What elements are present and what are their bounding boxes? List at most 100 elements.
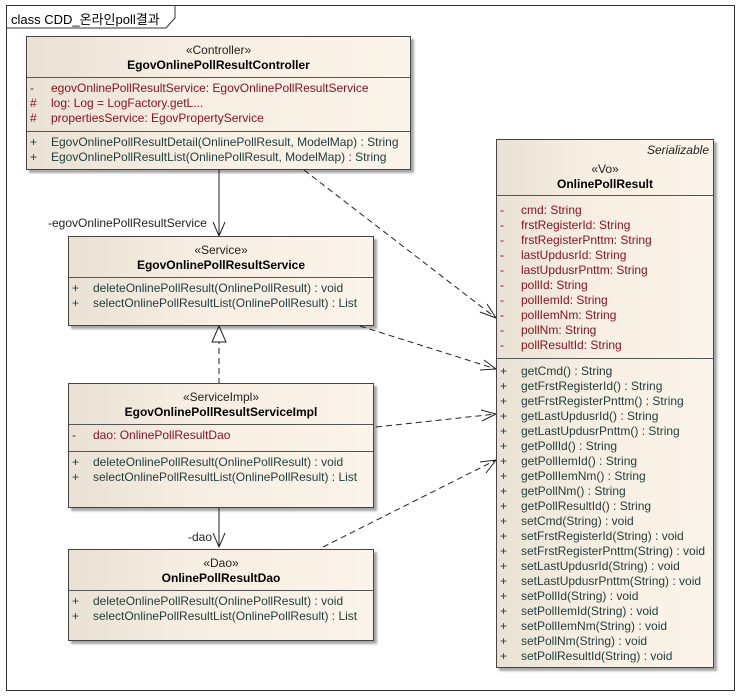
visibility: - [500, 248, 504, 262]
visibility: + [72, 609, 80, 623]
operation-row: +setPollIemNm(String) : void [497, 619, 713, 634]
attribute-row: -frstRegisterPnttm: String [497, 233, 713, 248]
operation-text: setLastUpdusrId(String) : void [521, 559, 680, 573]
visibility: + [72, 296, 80, 310]
operation-text: getPollResultId() : String [521, 499, 652, 513]
attribute-text: log: Log = LogFactory.getL... [51, 96, 204, 110]
operation-row: +deleteOnlinePollResult(OnlinePollResult… [69, 281, 373, 296]
operation-row: +getLastUpdusrPnttm() : String [497, 424, 713, 439]
class-service[interactable]: «Service» EgovOnlinePollResultService + d… [68, 236, 374, 326]
operation-text: setPollIemNm(String) : void [521, 619, 668, 633]
operation-text: setLastUpdusrPnttm(String) : void [521, 574, 702, 588]
operation-text: getFrstRegisterPnttm() : String [521, 394, 684, 408]
operation-text: setFrstRegisterId(String) : void [521, 529, 684, 543]
visibility: + [500, 604, 508, 618]
class-header: «Service» EgovOnlinePollResultService [69, 237, 373, 277]
operation-row: +getPollId() : String [497, 439, 713, 454]
attribute-row: -lastUpdusrPnttm: String [497, 263, 713, 278]
dependency-impl-vo [375, 413, 497, 428]
attribute-row: -pollResultId: String [497, 338, 713, 353]
attribute-text: frstRegisterId: String [521, 218, 631, 232]
operation-text: selectOnlinePollResultList(OnlinePollRes… [93, 470, 358, 484]
operation-row: + selectOnlinePollResultList(OnlinePollRe… [69, 609, 373, 624]
operation-text: setPollIemId(String) : void [521, 604, 659, 618]
operation-text: getPollIemId() : String [521, 454, 638, 468]
attribute-text: propertiesService: EgovPropertyService [51, 111, 264, 125]
dependency-controller-vo [303, 169, 497, 319]
attribute-row: -cmd: String [497, 203, 713, 218]
attribute-text: lastUpdusrId: String [521, 248, 627, 262]
visibility: # [30, 96, 37, 110]
visibility: - [72, 428, 76, 442]
operation-text: getCmd() : String [521, 364, 613, 378]
diagram-frame [6, 5, 735, 691]
visibility: - [30, 81, 34, 95]
visibility: + [500, 514, 508, 528]
role-label-dao: -dao [188, 530, 213, 544]
operation-row: +setCmd(String) : void [497, 514, 713, 529]
attributes-section: -cmd: String - frstRegisterId: String-frst… [497, 195, 713, 358]
operation-text: deleteOnlinePollResult(OnlinePollResult)… [93, 594, 344, 608]
operation-text: EgovOnlinePollResultDetail(OnlinePollRes… [51, 135, 399, 149]
dependency-service-vo [359, 325, 497, 370]
dependency-arrowhead [479, 459, 498, 474]
operation-row: + getPollIemId() : String [497, 454, 713, 469]
operations-section: + EgovOnlinePollResultDetail(OnlinePollRe… [27, 131, 410, 165]
visibility: - [500, 338, 504, 352]
attribute-row: -pollIemId: String [497, 293, 713, 308]
stereotype: «Vo» [591, 162, 619, 176]
visibility: + [30, 135, 38, 149]
operation-row: + setPollIemId(String) : void [497, 604, 713, 619]
operation-row: + setPollNm(String) : void [497, 634, 713, 649]
visibility: + [500, 559, 508, 573]
attribute-text: lastUpdusrPnttm: String [521, 263, 648, 277]
operation-text: getFrstRegisterId() : String [521, 379, 663, 393]
operation-row: +getCmd() : String [497, 364, 713, 379]
stereotype: «ServiceImpl» [182, 390, 260, 404]
attribute-row: -dao: OnlinePollResultDao [69, 428, 373, 443]
operation-text: deleteOnlinePollResult(OnlinePollResult)… [93, 281, 344, 295]
class-dao[interactable]: «Dao» OnlinePollResultDao + deleteOnlineP… [68, 549, 374, 641]
visibility: + [72, 455, 80, 469]
attribute-row: -egovOnlinePollResultService: EgovOnline… [27, 81, 410, 96]
class-vo[interactable]: Serializable «Vo» OnlinePollResult -cmd:… [496, 139, 714, 668]
operation-text: setFrstRegisterPnttm(String) : void [521, 544, 706, 558]
class-service-impl[interactable]: «ServiceImpl» EgovOnlinePollResultServic… [68, 383, 374, 508]
operation-text: EgovOnlinePollResultList(OnlinePollResul… [51, 150, 387, 164]
operation-text: getPollId() : String [521, 439, 618, 453]
operation-row: + deleteOnlinePollResult(OnlinePollResult… [69, 455, 373, 470]
visibility: + [500, 454, 508, 468]
attribute-row: -pollIemNm: String [497, 308, 713, 323]
realization-triangle [211, 324, 227, 343]
visibility: + [500, 574, 508, 588]
class-name: OnlinePollResult [556, 177, 653, 191]
operations-section: + deleteOnlinePollResult(OnlinePollResult… [69, 277, 373, 311]
attribute-text: pollId: String [521, 278, 588, 292]
visibility: + [72, 594, 80, 608]
visibility: + [500, 634, 508, 648]
operation-row: +setFrstRegisterPnttm(String) : void [497, 544, 713, 559]
operation-text: selectOnlinePollResultList(OnlinePollRes… [93, 609, 358, 623]
attribute-text: pollNm: String [521, 323, 597, 337]
attribute-text: pollIemId: String [521, 293, 608, 307]
operation-row: +EgovOnlinePollResultList(OnlinePollResu… [27, 150, 410, 165]
attribute-row: -pollNm: String [497, 323, 713, 338]
class-controller[interactable]: «Controller» EgovOnlinePollResultControl… [26, 36, 411, 170]
operation-text: setPollNm(String) : void [521, 634, 648, 648]
class-name: OnlinePollResultDao [161, 571, 281, 585]
operation-row: +getPollResultId() : String [497, 499, 713, 514]
stereotype: «Dao» [203, 556, 239, 570]
operation-row: + selectOnlinePollResultList(OnlinePollRe… [69, 296, 373, 311]
role-label-service: -egovOnlinePollResultService [48, 216, 207, 230]
operation-row: +getPollIemNm() : String [497, 469, 713, 484]
operation-text: selectOnlinePollResultList(OnlinePollRes… [93, 296, 358, 310]
dependency-arrowhead [480, 409, 498, 422]
operation-text: getPollIemNm() : String [521, 469, 646, 483]
visibility: + [500, 484, 508, 498]
visibility: + [500, 424, 508, 438]
class-name: EgovOnlinePollResultService [136, 258, 306, 272]
attribute-text: pollIemNm: String [521, 308, 617, 322]
operation-text: deleteOnlinePollResult(OnlinePollResult)… [93, 455, 344, 469]
visibility: - [500, 278, 504, 292]
class-header: «Controller» EgovOnlinePollResultControl… [27, 37, 410, 77]
